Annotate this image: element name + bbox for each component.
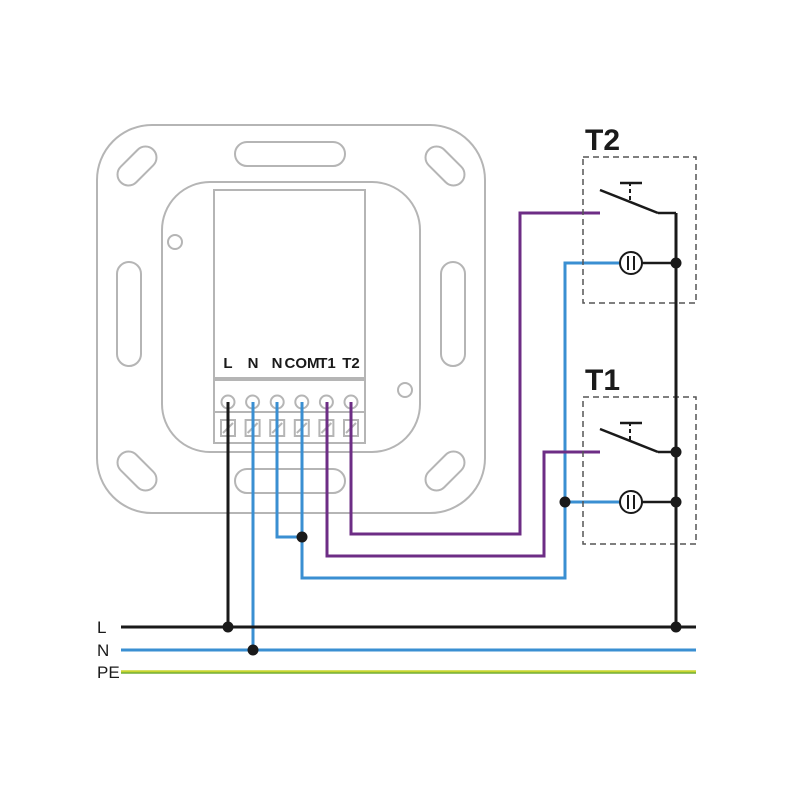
device-module [213,189,366,381]
switch-t1-box [582,396,697,545]
junction-dot [670,446,682,458]
terminal-label-n2: N [272,355,283,372]
terminal-label-l: L [223,355,232,372]
lamp-icon [619,251,643,275]
mounting-slot-corner-br [424,450,466,492]
wire-t2 [349,211,600,536]
junction-dot [222,621,234,633]
screw-hole-right [397,382,413,398]
mounting-slot-top [234,141,346,167]
junction-dot [247,644,259,656]
switch-t2-contact [599,188,659,215]
device-inner-plate [161,181,421,453]
terminal-label-t2: T2 [342,355,360,372]
switch-t2-label: T2 [585,124,620,157]
junction-dot [559,496,571,508]
switch-t1-contact [599,427,659,454]
junction-dot [670,496,682,508]
bus-label-l: L [97,618,106,637]
terminal-block [213,377,366,444]
terminal-label-com: COM [285,355,320,372]
switch-t2-box [582,156,697,304]
bus-label-n: N [97,641,109,660]
bus-label-pe: PE [97,663,120,682]
device-outer-frame [96,124,486,514]
mounting-slot-right [440,261,466,367]
terminal-label-t1: T1 [318,355,336,372]
switch-t1-label: T1 [585,364,620,397]
wires [226,211,620,650]
mounting-slot-bottom [234,468,346,494]
junction-dots [222,257,682,656]
terminal-label-n1: N [248,355,259,372]
bus-lines: L N PE [97,618,696,682]
thermostat-device [96,124,486,514]
junction-dot [670,257,682,269]
screw-hole-left [167,234,183,250]
junction-dot [296,531,308,543]
mounting-slot-corner-tr [424,145,466,187]
junction-dot [670,621,682,633]
mounting-slot-corner-bl [116,450,158,492]
mounting-slot-corner-tl [116,145,158,187]
wire-n2 [275,402,302,539]
terminal-labels: L N N COM T1 T2 [223,355,359,372]
switch-t2: T2 [582,124,697,304]
mounting-slot-left [116,261,142,367]
lamp-icon [619,490,643,514]
wire-t1 [325,402,600,558]
